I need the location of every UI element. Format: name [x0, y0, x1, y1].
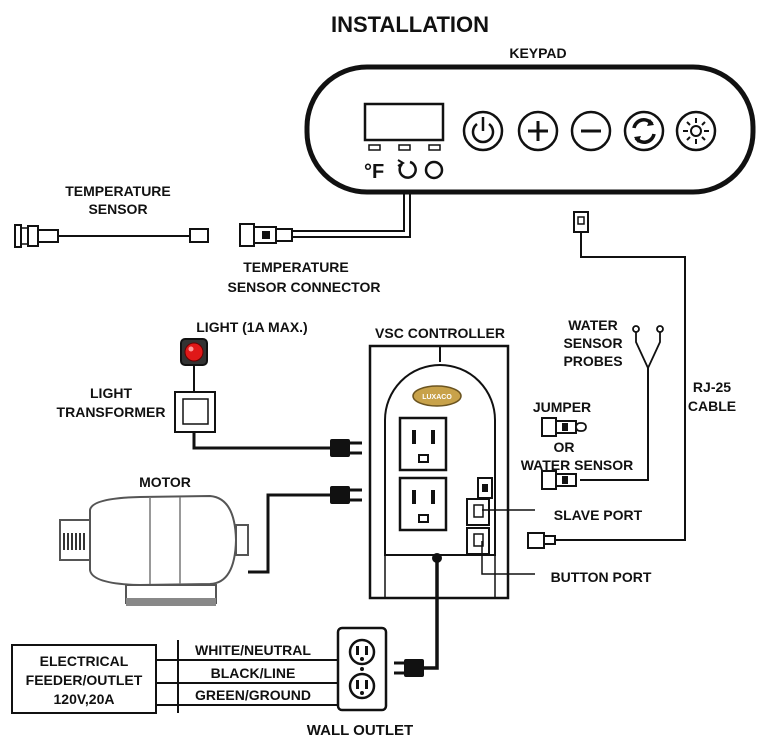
light-transformer-label-1: LIGHT	[90, 385, 132, 401]
slave-port-label: SLAVE PORT	[554, 507, 643, 523]
svg-text:LUXACO: LUXACO	[422, 394, 452, 401]
power-button[interactable]	[462, 110, 504, 152]
black-line-label: BLACK/LINE	[211, 665, 296, 681]
light-button[interactable]	[675, 110, 717, 152]
motor-label: MOTOR	[139, 474, 191, 490]
rj25-controller-plug	[527, 532, 556, 549]
plus-button[interactable]	[517, 110, 559, 152]
electrical-feeder-label-2: FEEDER/OUTLET	[26, 672, 143, 688]
power-icon	[471, 117, 495, 144]
rj25-keypad-plug	[573, 211, 589, 233]
jumper-or-label: OR	[554, 439, 575, 455]
temperature-sensor-connector-label-2: SENSOR CONNECTOR	[228, 279, 381, 295]
controller-outlet-bottom	[398, 476, 448, 532]
green-ground-label: GREEN/GROUND	[195, 687, 311, 703]
water-sensor-probes-label-1: WATER	[568, 317, 618, 333]
keypad-led-3	[428, 144, 441, 151]
rj25-cable	[555, 232, 686, 541]
temperature-sensor-connector	[239, 223, 293, 247]
keypad-led-1	[368, 144, 381, 151]
wall-outlet	[336, 626, 388, 712]
keypad-led-2	[398, 144, 411, 151]
light-label: LIGHT (1A MAX.)	[196, 319, 307, 335]
temperature-sensor-label-1: TEMPERATURE	[65, 183, 171, 199]
rj25-cable-label-1: RJ-25	[693, 379, 731, 395]
controller-outlet-top	[398, 416, 448, 472]
water-sensor-plug	[541, 470, 577, 490]
controller-logo: LUXACO	[412, 385, 462, 407]
sun-icon	[683, 118, 709, 144]
transformer-power-cord	[192, 432, 330, 450]
light-transformer-label-2: TRANSFORMER	[57, 404, 166, 420]
motor	[59, 494, 249, 606]
white-neutral-label: WHITE/NEUTRAL	[195, 642, 311, 658]
light-transformer	[174, 391, 216, 433]
minus-button[interactable]	[570, 110, 612, 152]
electrical-feeder-box	[11, 644, 157, 714]
button-port[interactable]	[466, 527, 490, 555]
keypad-cable-b	[292, 192, 411, 238]
water-sensor-probes-label-3: PROBES	[563, 353, 622, 369]
controller-plug	[394, 659, 424, 677]
light-bulb	[180, 338, 208, 366]
electrical-feeder-label-3: 120V,20A	[54, 691, 115, 707]
water-sensor-cable	[580, 368, 649, 481]
temperature-sensor-label-2: SENSOR	[88, 201, 147, 217]
water-sensor-probes	[632, 325, 664, 369]
temperature-sensor-connector-label-1: TEMPERATURE	[243, 259, 349, 275]
button-port-label: BUTTON PORT	[551, 569, 652, 585]
indicator-circle-icon	[424, 160, 444, 180]
motor-plug	[330, 486, 362, 504]
keypad-label: KEYPAD	[509, 45, 566, 61]
controller-power-cord	[422, 558, 439, 670]
wall-outlet-label: WALL OUTLET	[307, 722, 413, 739]
rj25-cable-label-2: CABLE	[688, 398, 736, 414]
vsc-controller-label: VSC CONTROLLER	[375, 325, 505, 341]
diagram-title: INSTALLATION	[331, 12, 489, 37]
water-sensor-label: WATER SENSOR	[521, 457, 634, 473]
controller-port-block	[477, 477, 493, 499]
button-port-leader	[481, 541, 535, 575]
jumper-label: JUMPER	[533, 399, 591, 415]
temperature-sensor	[14, 224, 209, 248]
jumper-plug	[541, 417, 587, 437]
cycle-button[interactable]	[623, 110, 665, 152]
keypad-cable-a	[292, 192, 405, 232]
slave-port[interactable]	[466, 498, 490, 526]
water-sensor-probes-label-2: SENSOR	[563, 335, 622, 351]
fahrenheit-label: °F	[364, 161, 384, 183]
cycle-icon	[632, 118, 656, 144]
electrical-feeder-label-1: ELECTRICAL	[40, 653, 129, 669]
plus-icon	[528, 121, 548, 141]
motor-power-cord	[248, 493, 330, 574]
cycle-indicator-icon	[397, 159, 417, 179]
transformer-plug	[330, 439, 362, 457]
keypad-display	[363, 102, 445, 142]
